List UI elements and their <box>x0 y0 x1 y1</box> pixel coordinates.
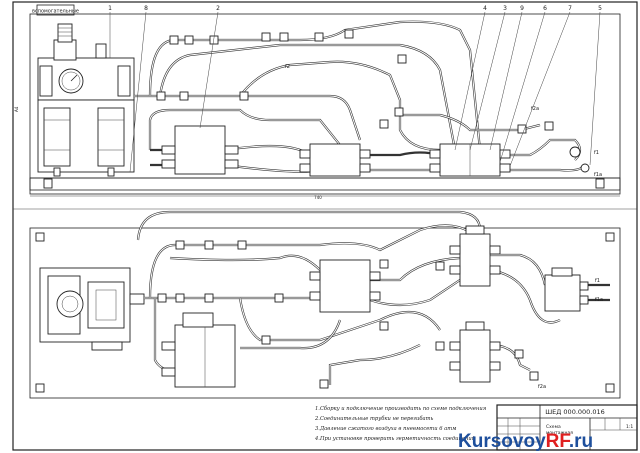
lower-filter-unit <box>39 267 145 351</box>
drawing-frame <box>12 1 638 451</box>
watermark-part-2: RF <box>546 431 571 452</box>
callout-9: 9 <box>520 5 524 12</box>
filter-regulator-unit <box>37 23 135 177</box>
label-lower-f1: f1 <box>595 278 600 284</box>
callout-4: 4 <box>483 5 487 12</box>
lower-valve-4 <box>544 274 581 312</box>
title-block: ШЕД 000.000.016 Схема монтажная 1:1 <box>496 404 638 451</box>
title-box-label: вспомогательные <box>32 9 79 15</box>
lower-fittings <box>157 240 539 389</box>
callout-6: 6 <box>543 5 547 12</box>
lower-view: f1 f1a f2a <box>29 210 621 399</box>
lower-valve-3 <box>459 329 491 383</box>
lower-gauge-icon <box>56 290 84 318</box>
sheet-scale: 1:1 <box>626 424 633 430</box>
upper-valve-1 <box>309 143 361 177</box>
callout-numbers: 1 8 2 4 3 9 6 7 5 <box>108 5 602 12</box>
label-upper-f1: f1 <box>594 150 599 156</box>
lower-mounting-plate <box>29 227 621 399</box>
callout-2: 2 <box>216 5 220 12</box>
watermark-part-1: Kursovoy <box>458 431 546 452</box>
label-upper-f2a: f2a <box>531 106 539 112</box>
upper-view: вспомогательные <box>14 4 621 200</box>
upper-mounting-plate <box>29 13 621 195</box>
left-mark: A4 <box>14 106 19 112</box>
note-3: 3.Давление сжатого воздуха в пневмосети … <box>315 426 456 432</box>
note-1: 1.Сборку и подключение производить по сх… <box>315 405 487 412</box>
note-4: 4.При установке проверить герметичность … <box>314 436 475 442</box>
label-upper-f2: f2 <box>285 64 290 70</box>
watermark-logo: KursovoyRF.ru <box>458 431 593 452</box>
callout-1: 1 <box>108 5 112 12</box>
callout-5: 5 <box>598 5 602 12</box>
label-lower-f1a: f1a <box>595 297 603 303</box>
title-box <box>36 4 75 16</box>
callout-8: 8 <box>144 5 148 12</box>
drawing-code: ШЕД 000.000.016 <box>545 408 605 416</box>
upper-tubing <box>134 20 586 173</box>
technical-notes: 1.Сборку и подключение производить по сх… <box>314 405 487 442</box>
watermark-part-3: .ru <box>569 431 593 452</box>
drawing-name-1: Схема <box>546 424 561 430</box>
upper-fittings <box>156 29 554 134</box>
upper-main-valve <box>174 125 226 175</box>
callout-7: 7 <box>568 5 572 12</box>
lower-valve-blocks <box>161 225 589 388</box>
label-lower-f2a: f2a <box>538 384 546 390</box>
lower-valve-2 <box>459 233 491 287</box>
lower-tubing <box>136 210 610 385</box>
lower-valve-1 <box>319 259 371 313</box>
upper-leaders <box>109 11 601 173</box>
bottom-dimension: 740 <box>314 195 322 200</box>
upper-valve-blocks <box>161 125 590 177</box>
drawing-name-2: монтажная <box>546 431 573 436</box>
label-upper-f1a: f1a <box>594 172 602 178</box>
note-2: 2.Соединительные трубки не перегибать <box>314 415 434 422</box>
callout-3: 3 <box>503 5 507 12</box>
svg-text:KursovoyRF.ru: KursovoyRF.ru <box>458 431 593 452</box>
